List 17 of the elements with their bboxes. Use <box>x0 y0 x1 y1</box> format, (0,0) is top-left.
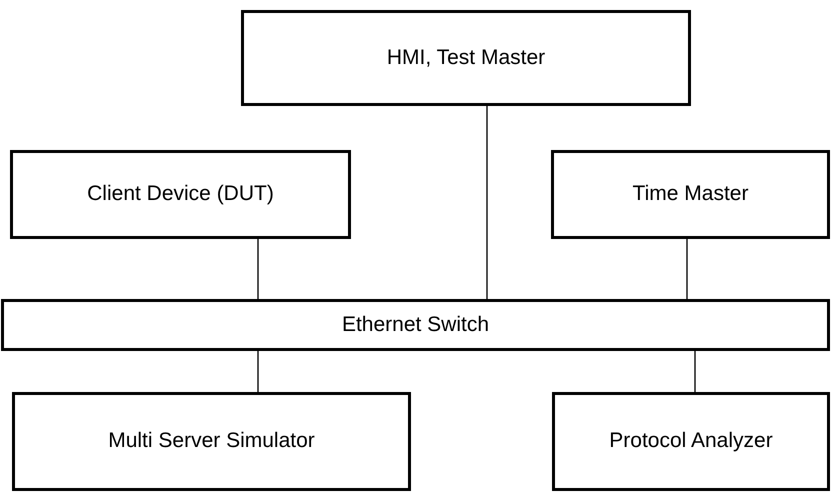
component-box <box>241 10 691 106</box>
connector-line <box>486 106 488 299</box>
box-label: Protocol Analyzer <box>609 428 773 454</box>
box-label: Time Master <box>632 181 748 208</box>
component-box <box>12 392 411 491</box>
component-box <box>551 150 830 239</box>
box-label: Multi Server Simulator <box>108 428 315 454</box>
connector-line <box>686 239 688 299</box>
box-label: HMI, Test Master <box>386 44 546 71</box>
box-label: Ethernet Switch <box>342 312 490 338</box>
component-box <box>10 150 351 239</box>
box-label: Client Device (DUT) <box>87 181 274 208</box>
connector-line <box>257 351 259 392</box>
component-box <box>552 392 830 491</box>
connector-line <box>694 351 696 392</box>
connector-line <box>257 239 259 299</box>
component-box <box>1 299 830 351</box>
